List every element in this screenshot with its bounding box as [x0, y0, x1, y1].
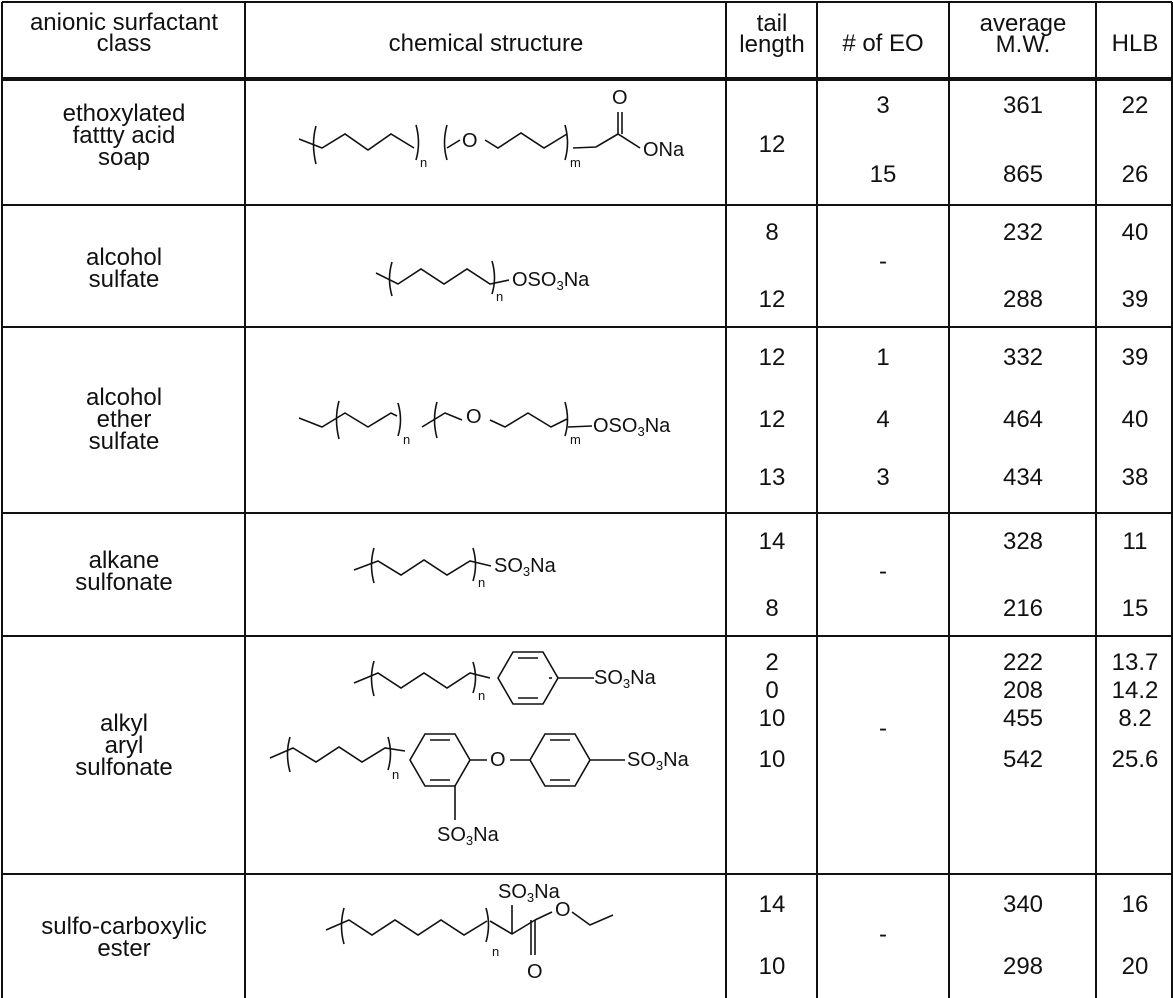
header-class: anionic surfactant class [29, 9, 219, 57]
mol-weight: 288 [1002, 286, 1044, 313]
class-alcohol-ether-sulfate: alcohol ether sulfate [85, 384, 163, 455]
class-alcohol-sulfate: alcohol sulfate [85, 244, 163, 293]
tail-length: 14 [758, 891, 786, 918]
tail-length: 8 [765, 595, 779, 622]
tail-length: 0 [765, 677, 779, 704]
structure-subscript-n: n [496, 289, 504, 304]
structure-oxygen: O [466, 406, 482, 428]
tail-length: 8 [765, 219, 779, 246]
header-eo: # of EO [842, 30, 924, 57]
structure-subscript-n: n [478, 688, 486, 703]
mol-weight: 232 [1002, 219, 1044, 246]
tail-length: 2 [765, 649, 779, 676]
structure-oxygen: O [462, 130, 478, 152]
hlb-value: 40 [1121, 219, 1149, 246]
structure-ring-sulfonate: SO3Na [437, 824, 499, 848]
hlb-value: 39 [1121, 344, 1149, 371]
structure-end-group: OSO3Na [593, 415, 671, 439]
mol-weight: 298 [1002, 953, 1044, 980]
class-ethoxylated-soap: ethoxylated fattty acid soap [62, 100, 186, 171]
structure-ester-oxygen: O [555, 899, 571, 921]
eo-count: - [879, 715, 887, 742]
structure-subscript-m: m [570, 432, 581, 447]
structure-subscript-n: n [420, 155, 428, 170]
eo-count: 3 [876, 464, 890, 491]
header-structure: chemical structure [388, 30, 584, 57]
tail-length: 10 [758, 746, 786, 773]
hlb-value: 13.7 [1111, 649, 1159, 676]
hlb-value: 14.2 [1111, 677, 1159, 704]
structure-subscript-n: n [492, 944, 500, 959]
structure-end-group: SO3Na [594, 667, 656, 691]
tail-length: 12 [758, 286, 786, 313]
hlb-value: 8.2 [1118, 705, 1152, 732]
hlb-value: 20 [1121, 953, 1149, 980]
structure-end-group: SO3Na [627, 749, 689, 773]
structure-end-group: SO3Na [494, 555, 556, 579]
hlb-value: 25.6 [1111, 746, 1159, 773]
tail-length: 12 [758, 406, 786, 433]
hlb-value: 38 [1121, 464, 1149, 491]
structure-end-group: ONa [643, 139, 685, 161]
hlb-value: 22 [1121, 92, 1149, 119]
mol-weight: 542 [1002, 746, 1044, 773]
structure-carbonyl-oxygen: O [527, 961, 543, 983]
structure-ether-oxygen: O [490, 749, 506, 771]
mol-weight: 216 [1002, 595, 1044, 622]
mol-weight: 222 [1002, 649, 1044, 676]
class-alkyl-aryl-sulfonate: alkyl aryl sulfonate [75, 710, 173, 781]
mol-weight: 328 [1002, 528, 1044, 555]
hlb-value: 15 [1121, 595, 1149, 622]
header-hlb: HLB [1111, 30, 1159, 57]
header-mw: average M.W. [979, 10, 1067, 58]
eo-count: 3 [876, 92, 890, 119]
structure-subscript-m: m [570, 155, 581, 170]
hlb-value: 39 [1121, 286, 1149, 313]
tail-length: 12 [758, 131, 786, 158]
mol-weight: 865 [1002, 161, 1044, 188]
mol-weight: 455 [1002, 705, 1044, 732]
eo-count: - [879, 558, 887, 585]
tail-length: 12 [758, 344, 786, 371]
structure-carbonyl-oxygen: O [612, 87, 628, 109]
tail-length: 14 [758, 528, 786, 555]
eo-count: - [879, 248, 887, 275]
hlb-value: 11 [1122, 528, 1148, 555]
header-tail-length: tail length [739, 10, 805, 58]
tail-length: 10 [758, 705, 786, 732]
structure-subscript-n: n [478, 575, 486, 590]
tail-length: 13 [758, 464, 786, 491]
structure-sulfonate: SO3Na [498, 881, 560, 905]
structure-subscript-n: n [403, 432, 411, 447]
eo-count: 1 [876, 344, 890, 371]
structure-end-group: OSO3Na [512, 269, 590, 293]
hlb-value: 16 [1121, 891, 1149, 918]
mol-weight: 434 [1002, 464, 1044, 491]
mol-weight: 361 [1002, 92, 1044, 119]
structure-subscript-n: n [392, 767, 400, 782]
mol-weight: 340 [1002, 891, 1044, 918]
mol-weight: 208 [1002, 677, 1044, 704]
eo-count: 4 [876, 406, 890, 433]
hlb-value: 40 [1121, 406, 1149, 433]
hlb-value: 26 [1121, 161, 1149, 188]
tail-length: 10 [758, 953, 786, 980]
mol-weight: 332 [1002, 344, 1044, 371]
class-alkane-sulfonate: alkane sulfonate [75, 547, 173, 596]
mol-weight: 464 [1002, 406, 1044, 433]
eo-count: - [879, 921, 887, 948]
class-sulfo-carboxylic-ester: sulfo-carboxylic ester [41, 913, 207, 962]
eo-count: 15 [869, 161, 897, 188]
